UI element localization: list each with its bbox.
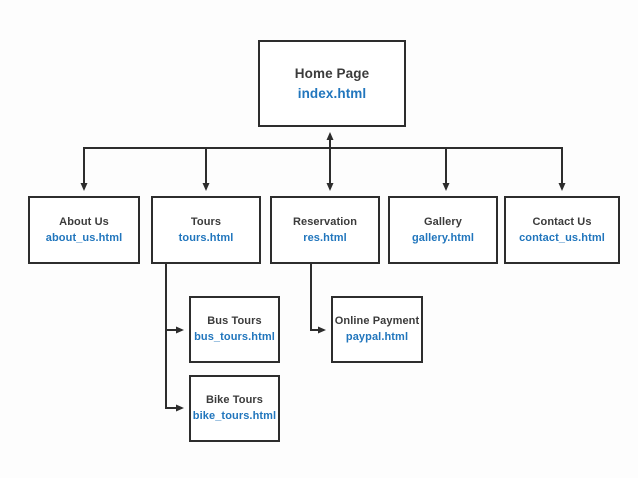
edge-tours-trunk [165,264,184,412]
node-title: Home Page [294,65,370,81]
node-filename: paypal.html [345,331,409,343]
edge-reservation-payment [310,264,326,334]
node-filename: bus_tours.html [194,331,275,343]
node-bike-tours: Bike Tours bike_tours.html [189,375,280,442]
node-title: Bus Tours [207,315,262,328]
node-title: Online Payment [334,315,420,328]
node-filename: about_us.html [45,231,123,244]
node-filename: contact_us.html [519,231,605,244]
node-bus-tours: Bus Tours bus_tours.html [189,296,280,363]
node-title: Contact Us [532,215,592,228]
node-title: Gallery [423,215,462,228]
node-reservation: Reservation res.html [270,196,380,264]
node-filename: tours.html [178,231,234,244]
node-filename: bike_tours.html [192,410,277,422]
node-home-page: Home Page index.html [258,40,406,127]
node-tours: Tours tours.html [151,196,261,264]
node-title: About Us [59,215,109,228]
node-online-payment: Online Payment paypal.html [331,296,423,363]
node-contact-us: Contact Us contact_us.html [504,196,620,264]
node-filename: gallery.html [411,231,475,244]
node-gallery: Gallery gallery.html [388,196,498,264]
node-title: Bike Tours [205,394,264,407]
node-about-us: About Us about_us.html [28,196,140,264]
node-title: Tours [190,215,222,228]
node-filename: index.html [297,85,367,101]
node-filename: res.html [303,231,347,244]
node-title: Reservation [292,215,358,228]
